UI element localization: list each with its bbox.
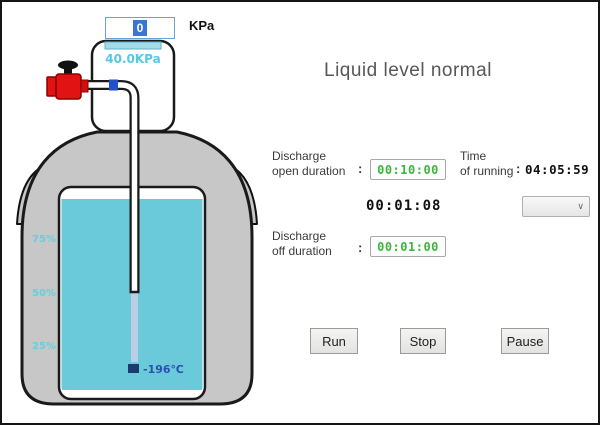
- pipe-bore: [81, 82, 138, 293]
- discharge-open-colon: :: [358, 161, 363, 176]
- time-of-running-label: Time of running: [460, 149, 513, 179]
- tank-diagram: 40.0KPa 75% 50% 25% -196℃: [16, 39, 258, 406]
- discharge-open-duration-value: 00:10:00: [377, 162, 439, 177]
- status-title: Liquid level normal: [324, 60, 492, 81]
- pause-button[interactable]: Pause: [501, 328, 549, 354]
- discharge-off-duration-value: 00:01:00: [377, 239, 439, 254]
- mode-dropdown[interactable]: ∨: [522, 196, 590, 217]
- elapsed-time-display: 00:01:08: [366, 198, 442, 214]
- valve-icon[interactable]: [46, 60, 89, 100]
- pipe-blue-fitting: [109, 79, 118, 91]
- stop-button[interactable]: Stop: [400, 328, 446, 354]
- run-button[interactable]: Run: [310, 328, 358, 354]
- pressure-setpoint-input[interactable]: 0: [105, 17, 175, 39]
- discharge-open-label-line1: Discharge: [272, 149, 327, 163]
- temperature-sensor-icon: [128, 364, 139, 373]
- discharge-off-label-line1: Discharge: [272, 229, 327, 243]
- discharge-off-colon: :: [358, 240, 363, 255]
- dip-tube-lower: [131, 282, 138, 362]
- temperature-label: -196℃: [143, 363, 184, 376]
- discharge-open-duration-field[interactable]: 00:10:00: [370, 159, 446, 180]
- pressure-reading: 40.0KPa: [105, 52, 160, 66]
- discharge-off-label: Discharge off duration: [272, 229, 332, 259]
- time-of-running-label-line1: Time: [460, 149, 487, 163]
- pressure-unit-label: KPa: [189, 18, 215, 33]
- chevron-down-icon: ∨: [577, 201, 584, 211]
- level-mark-25: 25%: [32, 341, 56, 352]
- discharge-off-duration-field[interactable]: 00:01:00: [370, 236, 446, 257]
- discharge-off-label-line2: off duration: [272, 244, 332, 258]
- level-mark-75: 75%: [32, 234, 56, 245]
- time-of-running-value: 04:05:59: [525, 162, 590, 177]
- neck-top-seal: [104, 41, 162, 50]
- discharge-open-label: Discharge open duration: [272, 149, 345, 179]
- level-mark-50: 50%: [32, 288, 56, 299]
- time-of-running-colon: :: [516, 161, 521, 176]
- discharge-open-label-line2: open duration: [272, 164, 346, 178]
- time-of-running-label-line2: of running: [460, 164, 514, 178]
- pressure-setpoint-value: 0: [132, 20, 148, 36]
